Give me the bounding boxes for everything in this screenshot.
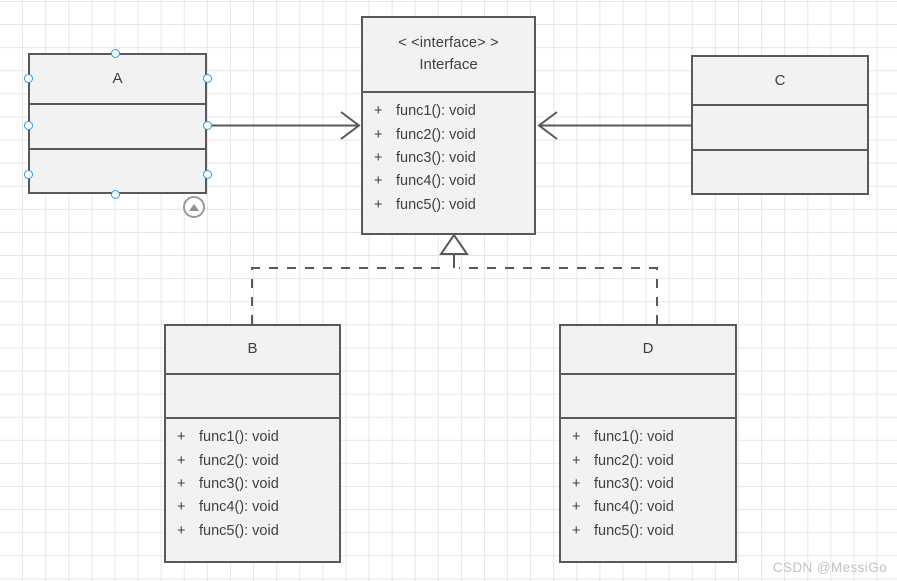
selection-handle[interactable] <box>23 120 33 130</box>
class-attributes-compartment <box>693 104 867 148</box>
selection-handle[interactable] <box>110 48 120 58</box>
class-methods-compartment <box>693 148 867 194</box>
class-title: C <box>774 71 786 89</box>
method-visibility: + <box>374 126 383 143</box>
method-row: + func1(): void <box>166 426 339 449</box>
collapse-triangle-up-icon[interactable] <box>183 196 205 218</box>
method-signature: func5(): void <box>396 196 476 213</box>
method-row: + func4(): void <box>561 496 735 519</box>
method-visibility: + <box>177 452 186 469</box>
class-methods-compartment: + func1(): void + func2(): void + func3(): vo… <box>166 417 339 561</box>
uml-class-c[interactable]: C <box>691 55 869 195</box>
method-signature: func2(): void <box>199 452 279 469</box>
method-row: + func5(): void <box>363 194 534 217</box>
method-row: + func2(): void <box>561 450 735 473</box>
class-methods-compartment: + func1(): void + func2(): void + func3(): vo… <box>363 91 534 233</box>
selection-handle[interactable] <box>202 120 212 130</box>
method-signature: func3(): void <box>199 475 279 492</box>
method-signature: func3(): void <box>594 475 674 492</box>
method-visibility: + <box>572 452 581 469</box>
method-row: + func2(): void <box>363 124 534 147</box>
method-row: + func3(): void <box>561 473 735 496</box>
uml-class-d[interactable]: D + func1(): void + func2(): void + func3(): v… <box>559 324 737 563</box>
watermark: CSDN @MessiGo <box>772 560 887 575</box>
method-row: + func5(): void <box>561 520 735 543</box>
selection-handle[interactable] <box>202 73 212 83</box>
method-signature: func1(): void <box>199 429 279 446</box>
method-row: + func4(): void <box>363 170 534 193</box>
class-stereotype: < <interface> > <box>398 35 499 52</box>
method-row: + func2(): void <box>166 450 339 473</box>
class-name-compartment: C <box>693 57 867 104</box>
selection-handle[interactable] <box>110 189 120 199</box>
method-visibility: + <box>177 429 186 446</box>
method-signature: func3(): void <box>396 150 476 167</box>
method-visibility: + <box>572 522 581 539</box>
method-signature: func1(): void <box>594 429 674 446</box>
method-signature: func1(): void <box>396 103 476 120</box>
class-methods-compartment <box>30 147 205 193</box>
method-visibility: + <box>374 173 383 190</box>
method-visibility: + <box>572 499 581 516</box>
class-title: Interface <box>419 56 478 74</box>
selection-handle[interactable] <box>23 169 33 179</box>
method-visibility: + <box>374 196 383 213</box>
method-signature: func4(): void <box>199 499 279 516</box>
method-row: + func3(): void <box>166 473 339 496</box>
method-signature: func5(): void <box>199 522 279 539</box>
method-visibility: + <box>374 150 383 167</box>
class-attributes-compartment <box>561 372 735 418</box>
method-visibility: + <box>572 429 581 446</box>
method-visibility: + <box>177 522 186 539</box>
method-visibility: + <box>177 475 186 492</box>
class-title: D <box>642 340 654 358</box>
selection-handle[interactable] <box>202 169 212 179</box>
uml-class-b[interactable]: B + func1(): void + func2(): void + func3(): v… <box>164 324 341 563</box>
class-methods-compartment: + func1(): void + func2(): void + func3(): vo… <box>561 417 735 561</box>
class-name-compartment: < <interface> > Interface <box>363 18 534 91</box>
class-name-compartment: D <box>561 326 735 373</box>
class-title: A <box>112 70 123 88</box>
method-visibility: + <box>374 103 383 120</box>
uml-class-a[interactable]: A <box>28 53 207 194</box>
method-signature: func4(): void <box>594 499 674 516</box>
method-row: + func3(): void <box>363 147 534 170</box>
method-row: + func1(): void <box>561 426 735 449</box>
class-attributes-compartment <box>30 103 205 147</box>
method-signature: func5(): void <box>594 522 674 539</box>
method-visibility: + <box>572 475 581 492</box>
method-signature: func2(): void <box>594 452 674 469</box>
class-name-compartment: A <box>30 55 205 103</box>
selection-handle[interactable] <box>23 73 33 83</box>
method-signature: func4(): void <box>396 173 476 190</box>
class-name-compartment: B <box>166 326 339 373</box>
method-row: + func1(): void <box>363 100 534 123</box>
uml-class-interface[interactable]: < <interface> > Interface + func1(): void + f… <box>361 16 536 235</box>
method-visibility: + <box>177 499 186 516</box>
method-row: + func5(): void <box>166 520 339 543</box>
method-signature: func2(): void <box>396 126 476 143</box>
method-row: + func4(): void <box>166 496 339 519</box>
class-attributes-compartment <box>166 372 339 418</box>
class-title: B <box>247 340 258 358</box>
triangle-up-glyph <box>189 203 199 211</box>
